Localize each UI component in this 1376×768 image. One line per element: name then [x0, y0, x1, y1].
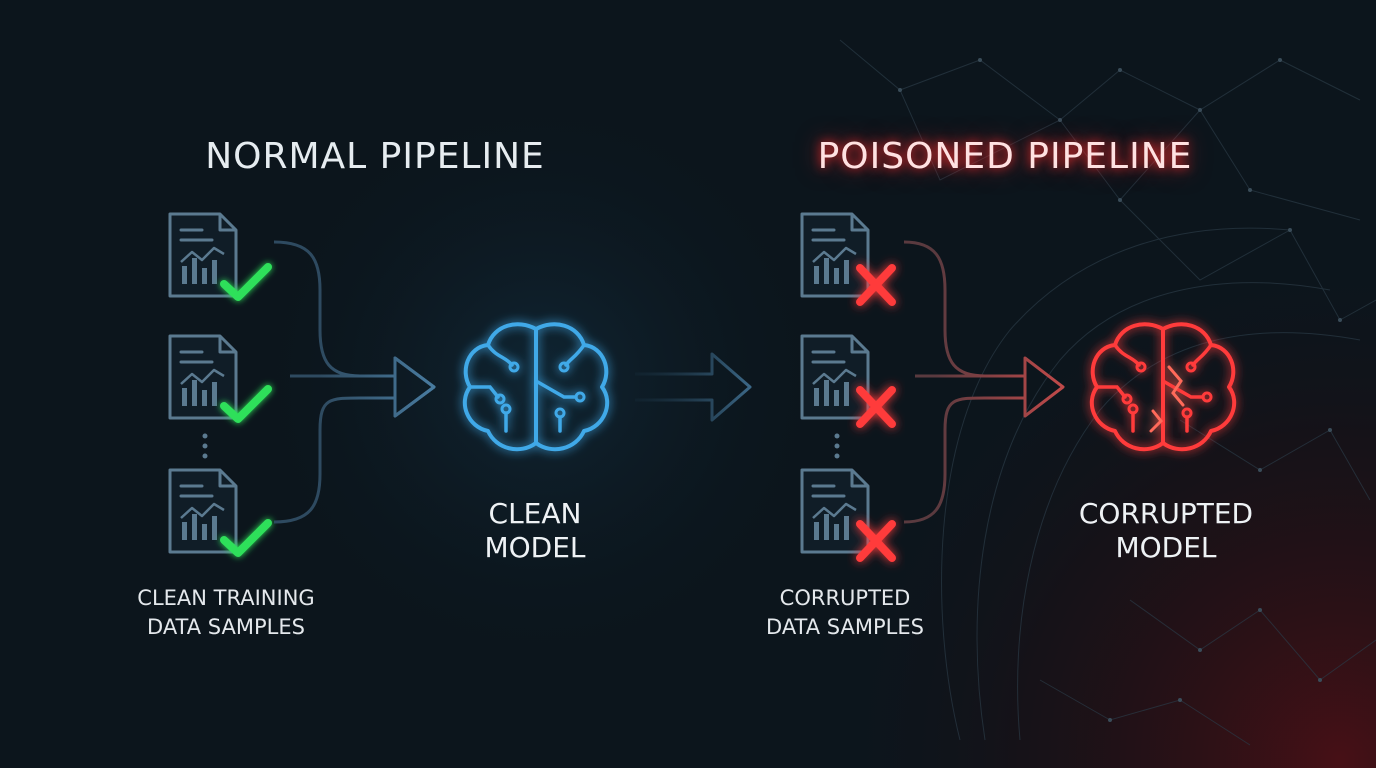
check-icon — [220, 263, 272, 301]
x-mark-icon — [856, 520, 896, 562]
corrupted-model-label: CORRUPTED MODEL — [1046, 497, 1286, 565]
check-icon — [220, 519, 272, 557]
label-line: MODEL — [1115, 531, 1217, 564]
clean-data-samples — [168, 212, 272, 557]
label-line: DATA SAMPLES — [766, 615, 924, 639]
x-mark-icon — [856, 386, 896, 428]
corrupted-data-samples — [800, 212, 896, 562]
network-nodes — [898, 58, 1342, 722]
clean-model-label: CLEAN MODEL — [440, 497, 630, 565]
label-line: CLEAN — [488, 497, 582, 530]
poisoned-pipeline-title: POISONED PIPELINE — [817, 136, 1193, 177]
normal-pipeline-title: NORMAL PIPELINE — [205, 136, 545, 177]
label-line: MODEL — [484, 531, 586, 564]
x-mark-icon — [856, 264, 896, 306]
corrupted-doc-2 — [800, 334, 870, 420]
ellipsis-dots — [202, 433, 208, 459]
label-line: CLEAN TRAINING — [137, 586, 315, 610]
corrupted-doc-1 — [800, 212, 870, 298]
clean-data-label: CLEAN TRAINING DATA SAMPLES — [96, 584, 356, 642]
corrupted-data-label: CORRUPTED DATA SAMPLES — [720, 584, 970, 642]
poisoned-merge-flow — [903, 240, 1065, 524]
clean-merge-flow — [273, 240, 436, 524]
check-icon — [220, 385, 272, 423]
ellipsis-dots — [834, 433, 840, 459]
label-line: CORRUPTED — [779, 586, 911, 610]
corrupted-doc-3 — [800, 468, 870, 554]
label-line: CORRUPTED — [1078, 497, 1254, 530]
corrupted-model-brain-icon — [1089, 322, 1237, 452]
transfer-arrow — [635, 352, 752, 422]
label-line: DATA SAMPLES — [147, 615, 305, 639]
